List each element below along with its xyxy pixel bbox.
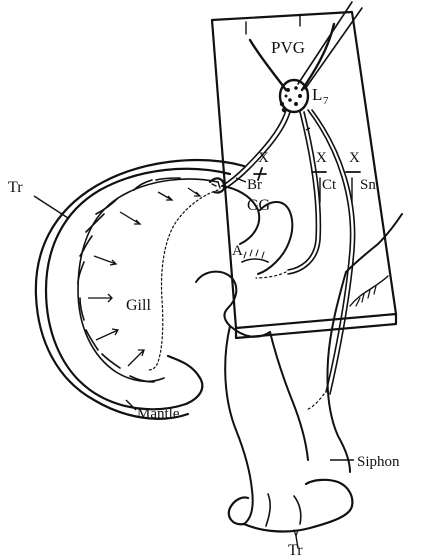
gill-pinnule-arrows — [88, 188, 200, 366]
nerves — [222, 110, 355, 410]
siphon — [229, 480, 353, 548]
br-nerve-label: Br — [247, 177, 262, 193]
tr-bottom-label: Tr — [288, 542, 303, 556]
x-cut-siphon-label: X — [349, 150, 360, 166]
sn-nerve-label: Sn — [360, 177, 376, 193]
siphon-label: Siphon — [357, 454, 400, 470]
x-cut-ctenidial-label: X — [316, 150, 327, 166]
ct-nerve-label: Ct — [322, 177, 337, 193]
mantle-label: Mantle — [137, 406, 180, 422]
a-label: A — [232, 243, 243, 259]
gill-label: Gill — [126, 297, 151, 314]
l7-label: L — [312, 85, 322, 104]
tr-left-label: Tr — [8, 179, 23, 196]
label-leaders — [34, 128, 354, 460]
anal-region-marker — [242, 250, 268, 262]
ganglion-cell-dots — [280, 86, 302, 112]
l7-subscript: 7 — [323, 95, 329, 107]
pvg-label: PVG — [271, 38, 305, 57]
mantle-and-body — [36, 160, 402, 524]
gill-ganglion-label: GG — [247, 197, 271, 214]
x-cut-branchial-label: X — [258, 150, 269, 166]
ganglion-chamber-plate — [212, 12, 396, 338]
gill — [46, 169, 230, 409]
